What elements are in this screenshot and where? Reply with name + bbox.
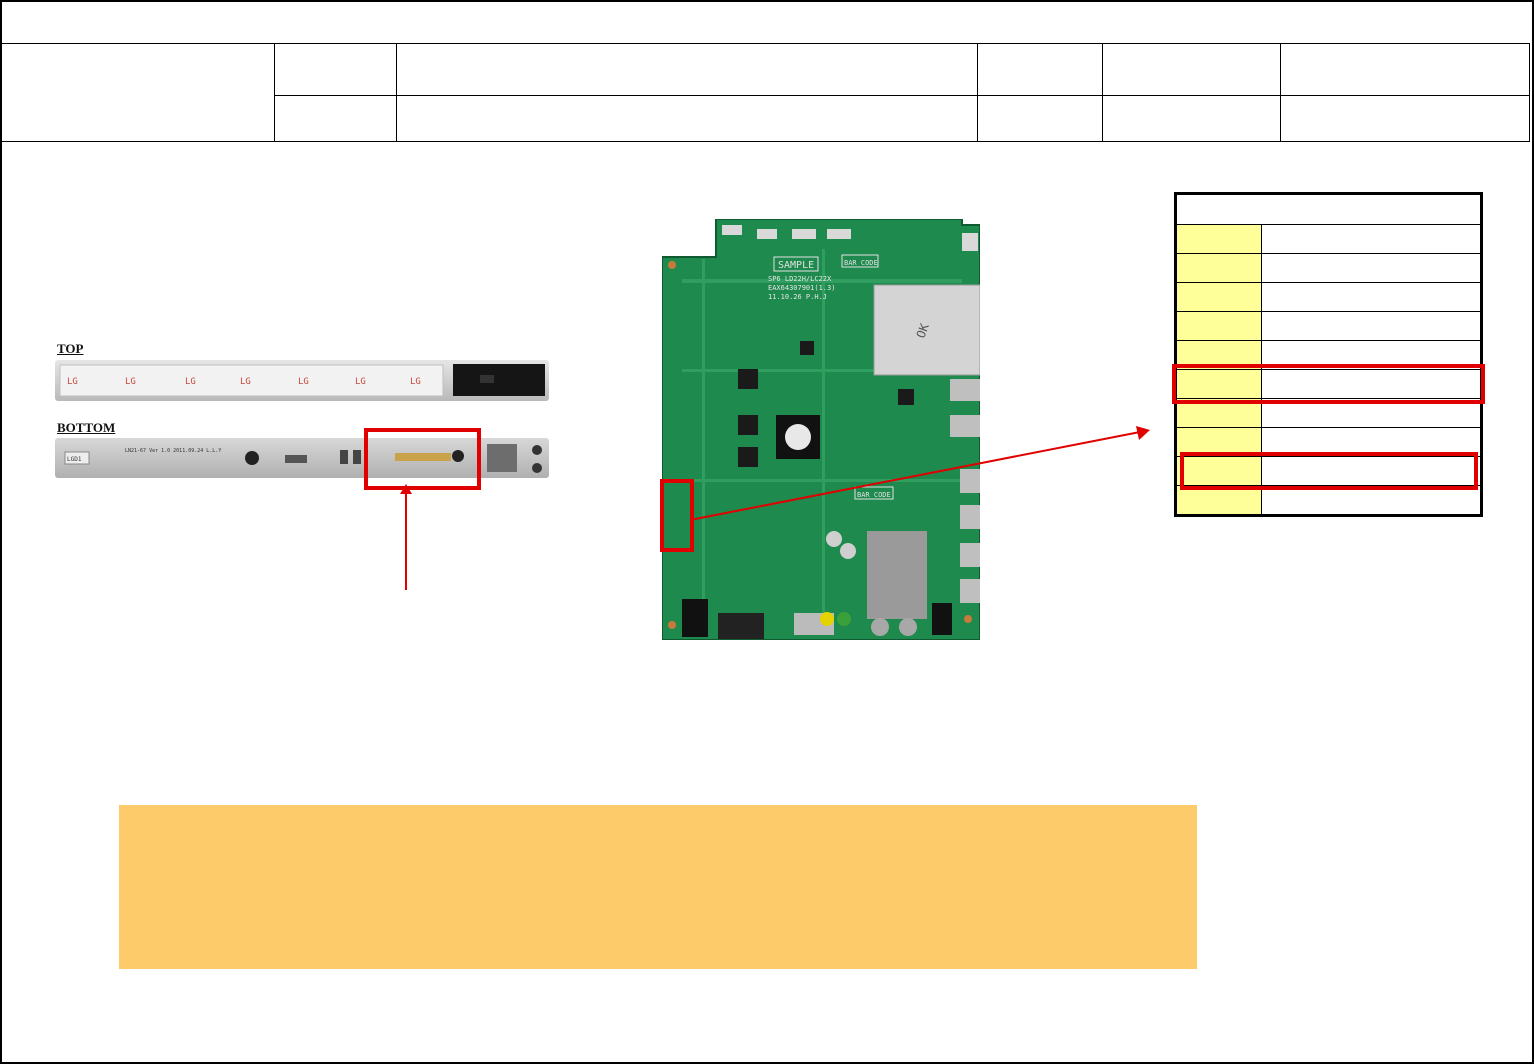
svg-text:LG: LG <box>185 377 196 387</box>
main-board-photo: SAMPLE BAR CODE SP6 LD22H/LC22X EAX64307… <box>662 219 980 640</box>
connector-highlight-box <box>364 428 481 490</box>
header-cell-model <box>0 43 275 142</box>
pin-row-highlight-2 <box>1180 452 1478 490</box>
header-cell-4 <box>1102 43 1281 96</box>
pin-desc-cell <box>1261 456 1482 486</box>
header-table <box>0 43 1530 142</box>
header-cell-7 <box>396 95 978 142</box>
svg-text:BAR CODE: BAR CODE <box>844 259 878 267</box>
header-cell-6 <box>274 95 397 142</box>
bottom-label: BOTTOM <box>57 420 116 435</box>
bottom-board-photo: LGD1 LN21-67 Ver 1.0 2011.09.24 L.L.Y <box>55 438 549 478</box>
pin-cell <box>1175 485 1262 516</box>
svg-text:LG: LG <box>298 377 309 387</box>
pin-cell <box>1175 282 1262 312</box>
svg-text:SAMPLE: SAMPLE <box>778 260 814 271</box>
header-cell-10 <box>1280 95 1530 142</box>
pin-desc-cell <box>1261 282 1482 312</box>
svg-text:SP6 LD22H/LC22X: SP6 LD22H/LC22X <box>768 275 832 283</box>
pin-cell <box>1175 311 1262 341</box>
header-cell-9 <box>1102 95 1281 142</box>
svg-text:EAX64307901(1.3): EAX64307901(1.3) <box>768 284 835 292</box>
board-connector-highlight <box>660 479 694 552</box>
pin-cell <box>1175 456 1262 486</box>
note-box <box>119 805 1197 969</box>
svg-text:OK: OK <box>914 321 932 340</box>
pin-desc-cell <box>1261 311 1482 341</box>
top-strip-prints: LG LG LG LG LG LG LG <box>67 377 421 387</box>
pin-cell <box>1175 253 1262 283</box>
svg-text:BAR CODE: BAR CODE <box>857 491 891 499</box>
pointer-arrow <box>689 426 1150 521</box>
pin-cell <box>1175 369 1262 399</box>
header-cell-5 <box>1280 43 1530 96</box>
pin-cell <box>1175 224 1262 254</box>
header-cell-1 <box>274 43 397 96</box>
header-cell-3 <box>977 43 1103 96</box>
svg-text:LN21-67 Ver 1.0 2011.09.24 L.L: LN21-67 Ver 1.0 2011.09.24 L.L.Y <box>125 448 221 454</box>
up-arrow <box>400 484 412 590</box>
pin-desc-cell <box>1261 485 1482 516</box>
pin-desc-cell <box>1261 224 1482 254</box>
svg-text:LGD1: LGD1 <box>67 456 82 463</box>
pin-table-header <box>1175 193 1482 225</box>
pin-row-highlight-1 <box>1172 364 1485 404</box>
svg-text:LG: LG <box>125 377 136 387</box>
svg-text:11.10.26 P.H.J: 11.10.26 P.H.J <box>768 293 827 301</box>
pin-desc-cell <box>1261 253 1482 283</box>
header-cell-2 <box>396 43 978 96</box>
header-cell-8 <box>977 95 1103 142</box>
svg-text:LG: LG <box>355 377 366 387</box>
svg-text:LG: LG <box>240 377 251 387</box>
svg-text:LG: LG <box>67 377 78 387</box>
svg-text:LG: LG <box>410 377 421 387</box>
pin-table <box>1174 192 1483 517</box>
top-label: TOP <box>57 341 84 356</box>
top-board-photo: LG LG LG LG LG LG LG <box>55 360 549 401</box>
